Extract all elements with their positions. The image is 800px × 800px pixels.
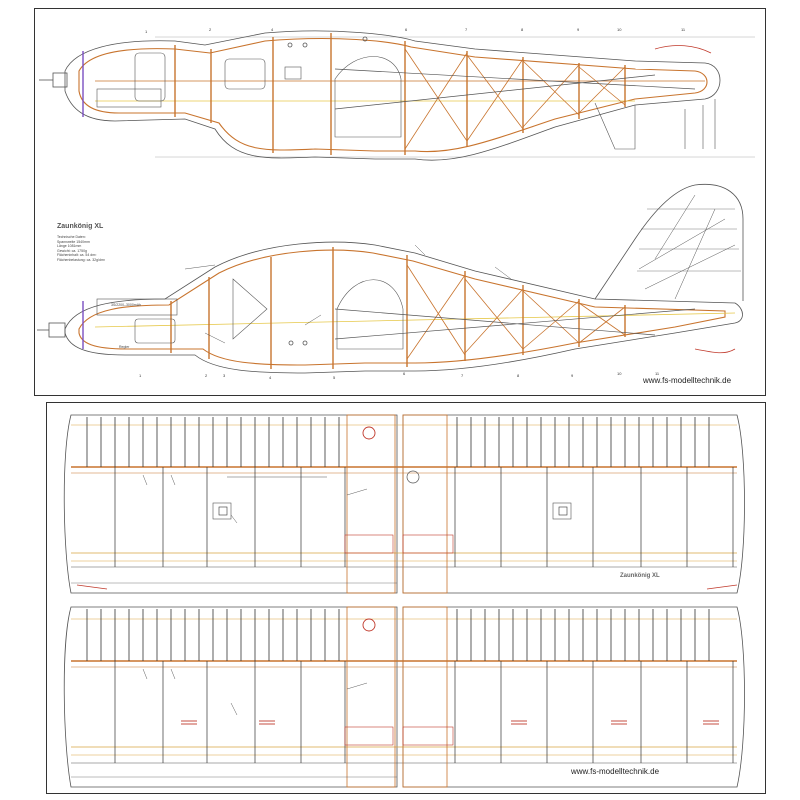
frame-number: 1 — [145, 29, 148, 34]
spec-line: Länge 1081mm — [57, 244, 82, 249]
fuselage-plan-sheet: 1 2 4 6 7 8 9 10 11 1 2 3 4 5 6 7 8 9 10… — [34, 8, 766, 396]
frame-number: 7 — [461, 373, 464, 378]
frame-number: 4 — [269, 375, 272, 380]
technical-data: Technische Daten: Spannweite 1540mm Läng… — [57, 235, 105, 263]
fuselage-side-view — [37, 183, 744, 374]
frame-number: 3 — [223, 373, 226, 378]
frame-number: 7 — [465, 27, 468, 32]
spec-line: Flächeninhalt: ca. 54 dm² — [57, 253, 97, 258]
plan-title: Zaunkönig XL — [57, 223, 104, 230]
frame-number: 11 — [681, 27, 686, 32]
upper-wing-pair — [63, 414, 745, 594]
frame-number: 8 — [517, 373, 520, 378]
frame-number: 2 — [209, 27, 212, 32]
battery-callout: 3S/2200–3000mAh — [111, 303, 141, 307]
frame-number: 9 — [571, 373, 574, 378]
wing-drawings — [63, 414, 745, 788]
frame-number: 6 — [405, 27, 408, 32]
frame-number: 10 — [617, 27, 622, 32]
frame-number: 9 — [577, 27, 580, 32]
spec-line: Spannweite 1540mm — [57, 239, 90, 244]
wing-plan-title: Zaunkönig XL — [620, 573, 660, 579]
website-url: www.fs-modelltechnik.de — [643, 376, 732, 385]
regler-callout: Regler — [119, 345, 130, 349]
frame-number: 8 — [521, 27, 524, 32]
frame-number: 5 — [333, 375, 336, 380]
frame-number: 11 — [655, 371, 660, 376]
lower-wing-pair — [63, 606, 745, 788]
spec-line: Technische Daten: — [57, 235, 86, 239]
fuselage-drawings — [37, 30, 755, 374]
spec-line: Gewicht: ca. 1750g — [57, 248, 87, 253]
website-url: www.fs-modelltechnik.de — [571, 767, 660, 776]
frame-number: 4 — [271, 27, 274, 32]
frame-number: 10 — [617, 371, 622, 376]
frame-number: 6 — [403, 371, 406, 376]
wing-plan-sheet: Zaunkönig XL www.fs-modelltechnik.de — [46, 402, 766, 794]
spec-line: Flächenbelastung: ca. 32g/dm² — [57, 257, 106, 262]
frame-number: 2 — [205, 373, 208, 378]
frame-number: 1 — [139, 373, 142, 378]
fuselage-top-view — [39, 30, 755, 161]
